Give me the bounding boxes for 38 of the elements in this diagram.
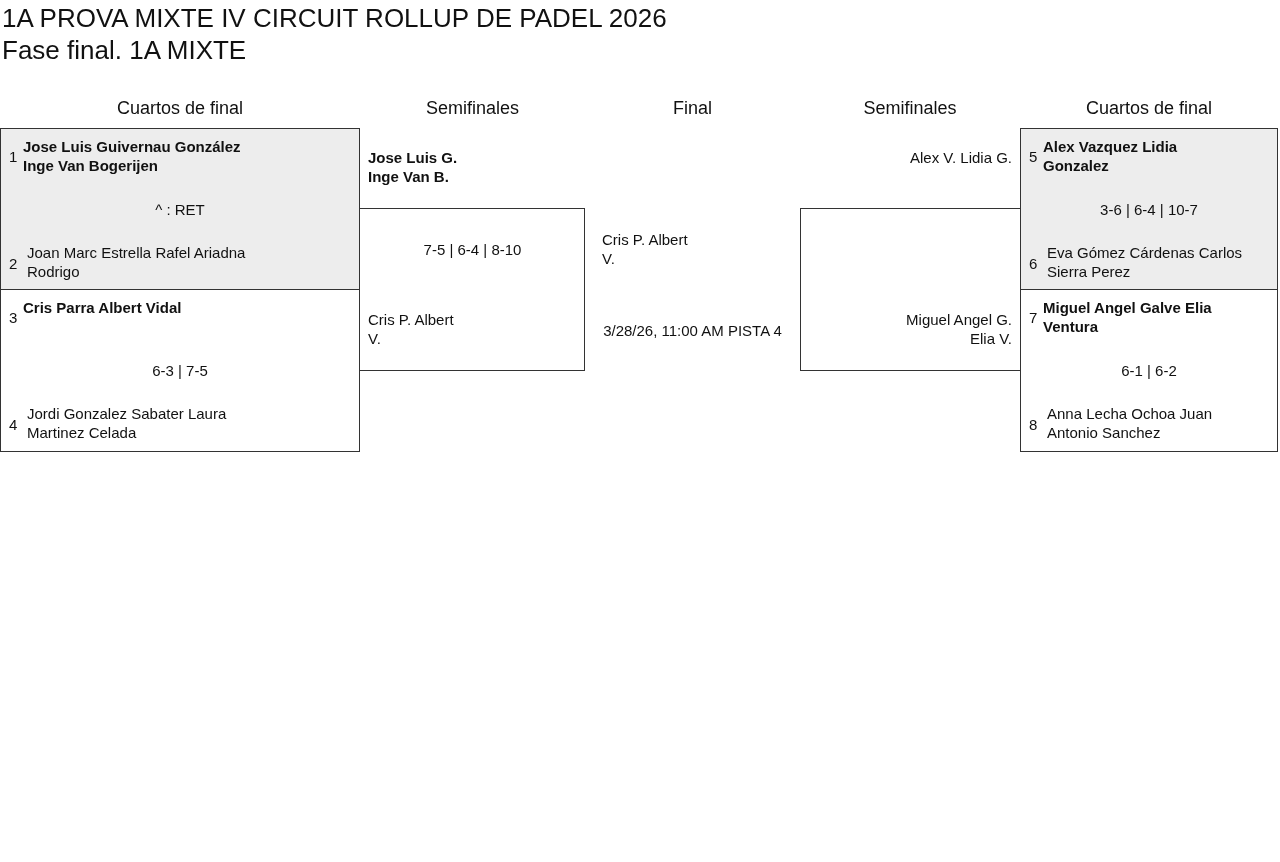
bracket-subtitle: Fase final. 1A MIXTE (2, 34, 248, 66)
player-names: Joan Marc Estrella Rafel Ariadna Rodrigo (27, 243, 247, 281)
match-card (0, 290, 360, 452)
player-names: Miguel Angel G. Elia V. (905, 310, 1012, 348)
round-heading: Cuartos de final (1084, 97, 1214, 120)
player-names: Cris Parra Albert Vidal (23, 298, 183, 317)
seed-number: 7 (1029, 308, 1038, 327)
match-schedule: 3/28/26, 11:00 AM PISTA 4 (602, 321, 783, 340)
player-names: Anna Lecha Ochoa Juan Antonio Sanchez (1047, 404, 1214, 442)
match-score: 6-3 | 7-5 (151, 361, 209, 380)
match-card (1020, 290, 1278, 452)
player-names: Jordi Gonzalez Sabater Laura Martinez Celada (27, 404, 228, 442)
match-card (0, 128, 360, 290)
match-card (1020, 128, 1278, 290)
seed-number: 4 (9, 415, 18, 434)
round-heading: Semifinales (862, 97, 958, 120)
round-heading: Semifinales (424, 97, 520, 120)
player-names: Jose Luis G. Inge Van B. (368, 148, 459, 186)
player-names: Alex Vazquez Lidia Gonzalez (1043, 137, 1179, 175)
match-score: ^ : RET (154, 200, 206, 219)
player-names: Miguel Angel Galve Elia Ventura (1043, 298, 1213, 336)
seed-number: 3 (9, 308, 18, 327)
seed-number: 8 (1029, 415, 1038, 434)
player-names: Jose Luis Guivernau González Inge Van Bogerijen (23, 137, 242, 175)
player-names: Cris P. Albert V. (602, 230, 689, 268)
player-names: Cris P. Albert V. (368, 310, 455, 348)
bracket-title: 1A PROVA MIXTE IV CIRCUIT ROLLUP DE PADEL 2026 (2, 2, 667, 34)
player-names: Eva Gómez Cárdenas Carlos Sierra Perez (1047, 243, 1244, 281)
seed-number: 5 (1029, 147, 1038, 166)
match-score: 7-5 | 6-4 | 8-10 (422, 240, 523, 259)
match-score: 6-1 | 6-2 (1120, 361, 1178, 380)
round-heading: Cuartos de final (115, 97, 245, 120)
seed-number: 6 (1029, 254, 1038, 273)
seed-number: 2 (9, 254, 18, 273)
player-names: Alex V. Lidia G. (909, 148, 1012, 167)
seed-number: 1 (9, 147, 18, 166)
match-score: 3-6 | 6-4 | 10-7 (1099, 200, 1199, 219)
round-heading: Final (672, 97, 713, 120)
